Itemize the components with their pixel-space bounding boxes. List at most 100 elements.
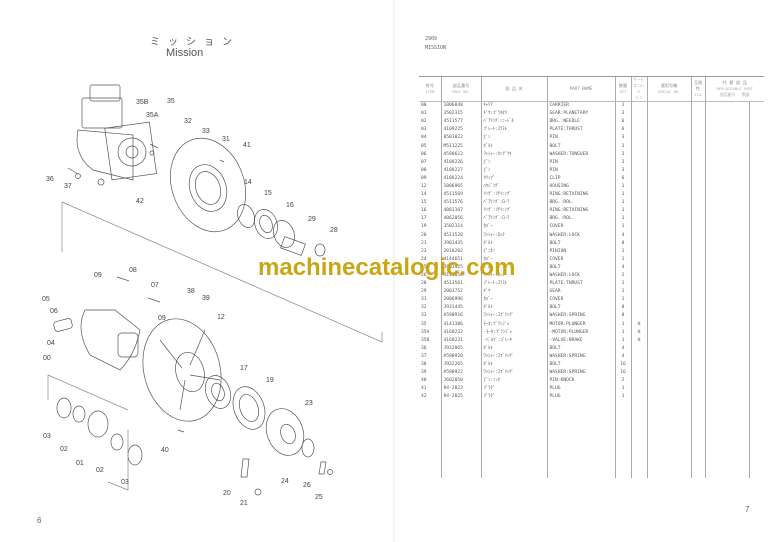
cell-part-name: BOLT [546, 361, 615, 370]
cell-part-no: 4160231 [440, 336, 481, 345]
cell-part-name: MOTOR:PLUNGER [546, 320, 615, 329]
cell-empty [704, 118, 749, 127]
cell-empty [690, 369, 705, 378]
cell-qty: 2 [614, 377, 631, 386]
cell-part-name: BRG.:NEEDLE [546, 118, 615, 127]
cell-empty [419, 401, 441, 478]
cell-empty [704, 344, 749, 353]
cell-part-name: -MOTOR:PLUNGER [546, 328, 615, 337]
cell-empty [748, 312, 765, 321]
cell-empty [646, 271, 691, 281]
cell-qty: 1 [614, 385, 631, 394]
cell-part-no: 4141858 [440, 271, 481, 281]
cell-item: 12 [421, 183, 427, 189]
page-gutter [393, 0, 395, 542]
cell-sc [630, 182, 647, 192]
cell-empty [690, 142, 705, 151]
cell-item: 19 [421, 224, 427, 230]
cell-empty [646, 296, 691, 305]
cell-empty [646, 288, 691, 297]
cell-empty [704, 361, 749, 370]
cell-sc: H [630, 328, 647, 337]
cell-jp-name: ﾍﾞｱﾘﾝｸﾞ:ﾆｰﾄﾞﾙ [480, 118, 547, 127]
cell-empty [690, 271, 705, 281]
cell-empty [748, 158, 765, 167]
cell-empty [646, 110, 691, 119]
cell-empty [690, 239, 705, 248]
cell-sc [630, 369, 647, 378]
section-name: MISSION [425, 45, 447, 51]
cell-part-name: BRG.:ROL. [546, 215, 615, 224]
cell-empty [646, 182, 691, 192]
cell-item: 39 [421, 370, 427, 376]
cell-empty [704, 385, 749, 394]
cell-sc [630, 361, 647, 370]
cell-qty: 4 [614, 352, 631, 361]
cell-empty [704, 401, 749, 478]
cell-empty [748, 207, 765, 216]
cell-empty [690, 110, 705, 119]
cell-qty: 8 [614, 239, 631, 248]
svg-text:33: 33 [202, 128, 210, 135]
cell-part-no: J932065 [440, 344, 481, 353]
cell-item: 07 [421, 159, 427, 165]
cell-part-name: WASHER:TONGUED [546, 150, 615, 159]
cell-part-no: J901425 [440, 263, 481, 272]
cell-empty [646, 223, 691, 232]
page-number-left: 6 [37, 516, 42, 525]
cell-empty [690, 352, 705, 361]
svg-text:17: 17 [240, 365, 248, 372]
cell-part-name: WASHER:LOCK [546, 231, 615, 240]
cell-empty [690, 166, 705, 175]
cell-part-name: PLATE:THRUST [546, 126, 615, 135]
cell-empty [704, 207, 749, 216]
cell-empty [646, 239, 691, 248]
svg-text:38: 38 [187, 288, 195, 295]
cell-empty [748, 393, 765, 402]
cell-jp-name: ﾘﾝｸﾞ:ﾘﾃｲﾆﾝｸﾞ [480, 207, 547, 216]
svg-text:35: 35 [167, 98, 175, 105]
cell-empty [690, 263, 705, 272]
cell-jp-name: ﾜｯｼｬｰ:ｽﾌﾟﾘﾝｸﾞ [480, 369, 547, 378]
cell-empty [646, 344, 691, 353]
cell-empty [748, 271, 765, 281]
cell-part-name: BRG.:ROL. [546, 199, 615, 208]
svg-text:20: 20 [223, 490, 231, 497]
cell-empty [690, 401, 705, 478]
cell-part-name: COVER [546, 255, 615, 264]
svg-text:06: 06 [50, 308, 58, 315]
cell-qty: 1 [614, 215, 631, 224]
svg-text:32: 32 [184, 118, 192, 125]
cell-empty [704, 134, 749, 143]
cell-empty [646, 377, 691, 386]
cell-item: 31 [421, 297, 427, 303]
cell-item: 04 [421, 135, 427, 141]
cell-part-name: PLUG [546, 393, 615, 402]
cell-item: 01 [421, 111, 427, 117]
cell-empty [690, 182, 705, 192]
cell-empty [748, 191, 765, 200]
cell-sc [630, 239, 647, 248]
cell-empty [748, 118, 765, 127]
cell-sc: H [630, 336, 647, 345]
cell-empty [748, 150, 765, 159]
cell-sc [630, 255, 647, 264]
svg-text:35B: 35B [136, 99, 149, 106]
cell-part-no: 4511528 [440, 231, 481, 240]
cell-empty [690, 231, 705, 240]
svg-text:12: 12 [217, 314, 225, 321]
cell-empty [748, 344, 765, 353]
